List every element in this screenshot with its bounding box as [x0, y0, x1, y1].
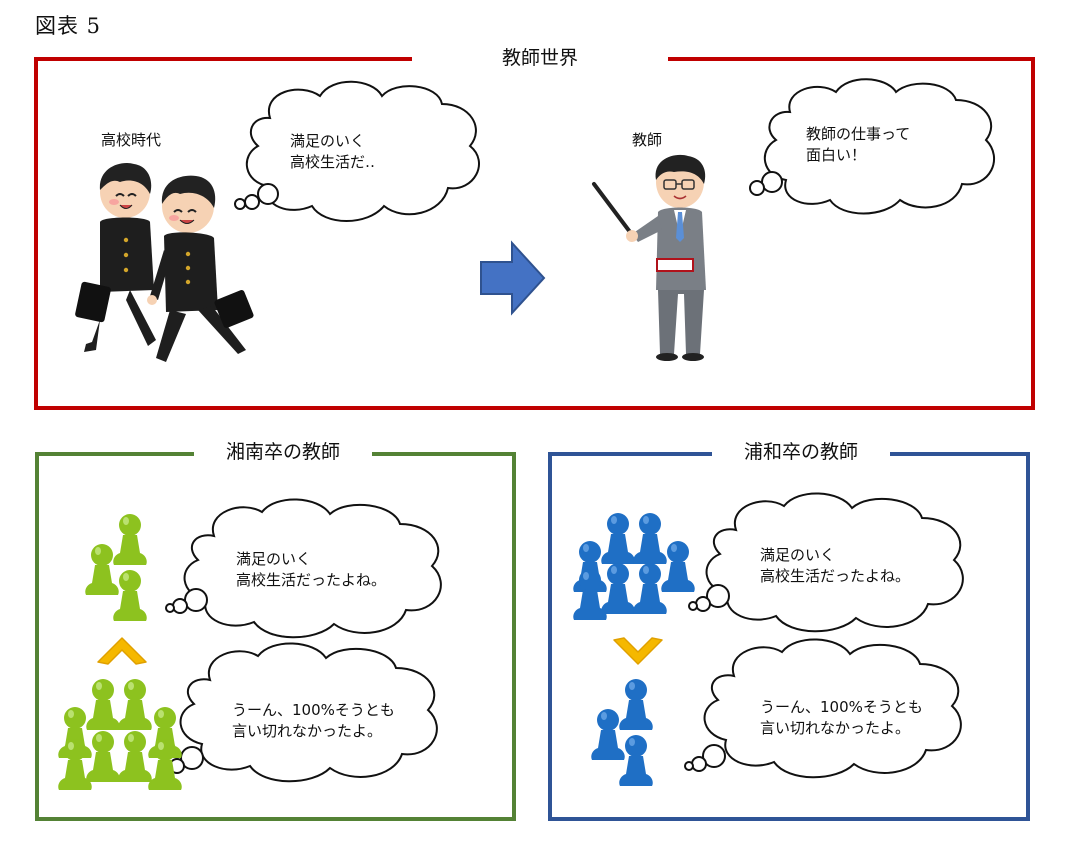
green-piece — [113, 570, 147, 621]
green-piece — [118, 679, 152, 730]
shonan-chevron-icon — [97, 637, 147, 665]
highschool-caption: 高校時代 — [101, 131, 162, 149]
blue-piece — [633, 513, 667, 564]
highschool-thought-line1: 満足のいく — [290, 132, 366, 150]
blue-piece — [661, 541, 695, 592]
green-piece — [148, 739, 182, 790]
urawa-bottom-pieces — [591, 679, 653, 786]
blue-piece — [573, 569, 607, 620]
shonan-panel-title: 湘南卒の教師 — [194, 437, 372, 464]
students-illustration — [75, 163, 254, 362]
shonan-bottom-thought-line1: うーん、100%そうとも — [232, 701, 395, 719]
urawa-top-thought-line2: 高校生活だったよね。 — [760, 567, 911, 585]
figure-label: 図表 5 — [35, 14, 102, 38]
student-left — [75, 163, 156, 352]
urawa-top-thought-line1: 満足のいく — [760, 546, 836, 564]
student-right — [147, 175, 254, 362]
green-piece — [113, 514, 147, 565]
top-panel-title: 教師世界 — [412, 43, 668, 70]
teacher-caption: 教師 — [632, 131, 663, 149]
green-piece — [85, 544, 119, 595]
highschool-thought-line2: 高校生活だ‥ — [290, 153, 376, 171]
blue-piece — [601, 513, 635, 564]
green-piece — [58, 739, 92, 790]
teacher-illustration — [592, 154, 706, 361]
shonan-top-thought-line1: 満足のいく — [236, 550, 312, 568]
green-piece — [86, 679, 120, 730]
shonan-top-pieces — [85, 514, 147, 621]
teacher-thought-line1: 教師の仕事って — [806, 125, 911, 143]
urawa-bottom-thought-line2: 言い切れなかったよ。 — [760, 719, 911, 737]
shonan-top-thought-line2: 高校生活だったよね。 — [236, 571, 387, 589]
blue-piece — [619, 679, 653, 730]
teacher-thought-line2: 面白い！ — [806, 146, 867, 164]
urawa-bottom-thought-line1: うーん、100%そうとも — [760, 698, 923, 716]
urawa-panel-title: 浦和卒の教師 — [712, 437, 890, 464]
blue-piece — [591, 709, 625, 760]
urawa-chevron-icon — [613, 637, 663, 665]
green-piece — [118, 731, 152, 782]
urawa-top-pieces — [573, 513, 695, 620]
shonan-bottom-thought-line2: 言い切れなかったよ。 — [232, 722, 383, 740]
arrow-right-icon — [480, 240, 546, 316]
blue-piece — [619, 735, 653, 786]
shonan-bottom-pieces — [58, 679, 182, 790]
